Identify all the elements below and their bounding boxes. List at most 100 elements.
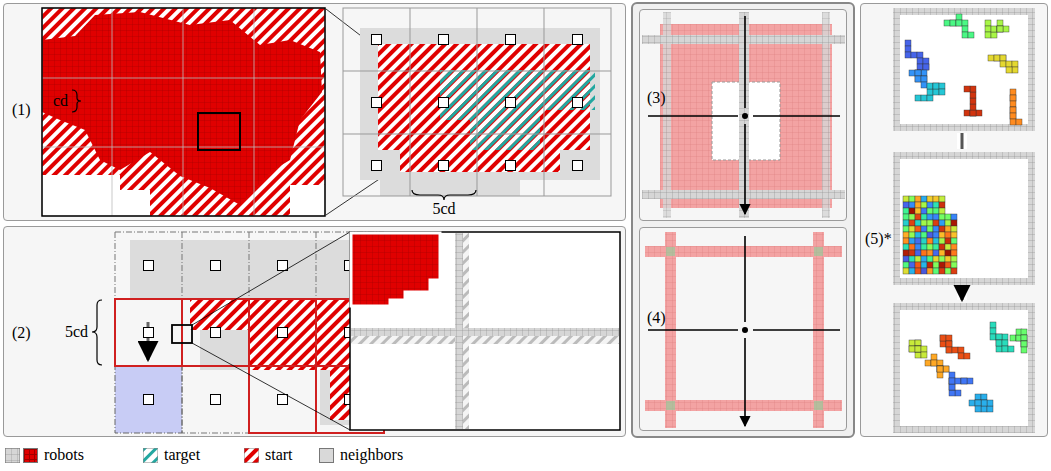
panel2-grid (190, 300, 370, 420)
panel5-frames (923, 58, 929, 64)
panel5-frames (956, 20, 962, 26)
panel5-frames (945, 268, 951, 274)
panel1-coarse-grid (372, 98, 382, 108)
panel5-frames (933, 226, 939, 232)
panel5-frames (996, 334, 1002, 340)
panel5-frames (981, 400, 987, 406)
panel5-frames (949, 384, 955, 390)
panel5-frames (939, 214, 945, 220)
panel5-frames (997, 26, 1003, 32)
panel5-frames (905, 40, 911, 46)
panel5-frames (915, 208, 921, 214)
panel5-frames (949, 384, 955, 390)
panel1-coarse-grid (440, 70, 595, 150)
panel5-frames (994, 55, 1000, 61)
panel5-frames (946, 347, 952, 353)
panel5-frames (955, 390, 961, 396)
panel5-frames (1002, 334, 1008, 340)
legend-swatch (143, 448, 158, 463)
panel-backgrounds (860, 3, 1048, 437)
panel1-map (42, 12, 322, 205)
panel2-grid (192, 232, 350, 430)
panel5-frames (903, 220, 909, 226)
panel5-frames (951, 214, 957, 220)
legend-swatch (244, 448, 259, 463)
panel5-frames (945, 226, 951, 232)
figure-panel: (3) (639, 9, 847, 221)
legend-text: robots (44, 446, 84, 464)
panel5-frames (945, 244, 951, 250)
panel5-frames (951, 262, 957, 268)
panel5-frames (952, 347, 958, 353)
panel1-coarse-grid (360, 28, 600, 196)
panel5-frames (915, 76, 921, 82)
panel5-frames (915, 250, 921, 256)
panel5-frames (1003, 26, 1009, 32)
panel2-grid (211, 395, 221, 405)
panel5-frames (893, 152, 1035, 285)
panel5-frames (921, 196, 927, 202)
panel1-coarse-grid (573, 35, 583, 45)
panel5-frames (1021, 341, 1027, 347)
panel5-frames (985, 26, 991, 32)
panel5-frames (909, 346, 915, 352)
panel2-grid (92, 300, 102, 365)
panel5-frames (927, 214, 933, 220)
panel5-frames (996, 340, 1002, 346)
panel5-frames (909, 346, 915, 352)
panel5-frames (915, 340, 921, 346)
dimension-label: 5cd (432, 200, 455, 218)
figure-panel: (5)* (860, 3, 1048, 437)
legend-item: neighbors (319, 444, 403, 466)
panel2-grid (144, 328, 154, 338)
panel1-coarse-grid (343, 8, 611, 200)
panel5-frames (951, 220, 957, 226)
panel2-grid (211, 261, 221, 271)
panel5-frames (915, 220, 921, 226)
legend-item: robots (5, 444, 84, 466)
panel5-frames (909, 196, 915, 202)
panel5-frames (987, 406, 993, 412)
panel5-frames (915, 256, 921, 262)
panel5-frames (945, 220, 951, 226)
panel5-frames (915, 346, 921, 352)
panel5-frames (893, 8, 1035, 433)
panel5-frames (923, 64, 929, 70)
panel5-frames (933, 196, 939, 202)
panel-backgrounds (3, 226, 626, 437)
panel5-frames (945, 250, 951, 256)
legend-item: target (143, 444, 200, 466)
panel5-frames (915, 346, 921, 352)
panel5-frames (951, 226, 957, 232)
panel5-frames (921, 346, 927, 352)
panel5-frames (921, 238, 927, 244)
panel3-figure (642, 35, 845, 44)
panel5-frames (939, 208, 945, 214)
panel1-map (42, 8, 325, 216)
panel5-frames (939, 256, 945, 262)
panel5-frames (1010, 335, 1016, 341)
panel5-frames (996, 346, 1002, 352)
panel5-frames (933, 202, 939, 208)
panel5-frames (939, 232, 945, 238)
panel5-frames (905, 46, 911, 52)
panel5-frames (969, 400, 975, 406)
panel5-frames (921, 244, 927, 250)
panel5-frames (903, 208, 909, 214)
panel5-frames (970, 110, 976, 116)
panel5-frames (1016, 119, 1022, 125)
panel5-frames (946, 347, 952, 353)
legend-text: neighbors (340, 446, 403, 464)
panel5-frames (970, 86, 976, 92)
panel5-frames (945, 232, 951, 238)
panel5-frames (931, 360, 937, 366)
panel-backgrounds (639, 227, 847, 431)
panel5-frames (1010, 95, 1016, 101)
panel5-frames (921, 202, 927, 208)
panel5-frames (905, 52, 911, 58)
panel5-frames (915, 76, 921, 82)
panel5-frames (921, 268, 927, 274)
panel5-frames (985, 20, 991, 26)
panel5-frames (909, 232, 915, 238)
panel2-grid (115, 232, 384, 299)
